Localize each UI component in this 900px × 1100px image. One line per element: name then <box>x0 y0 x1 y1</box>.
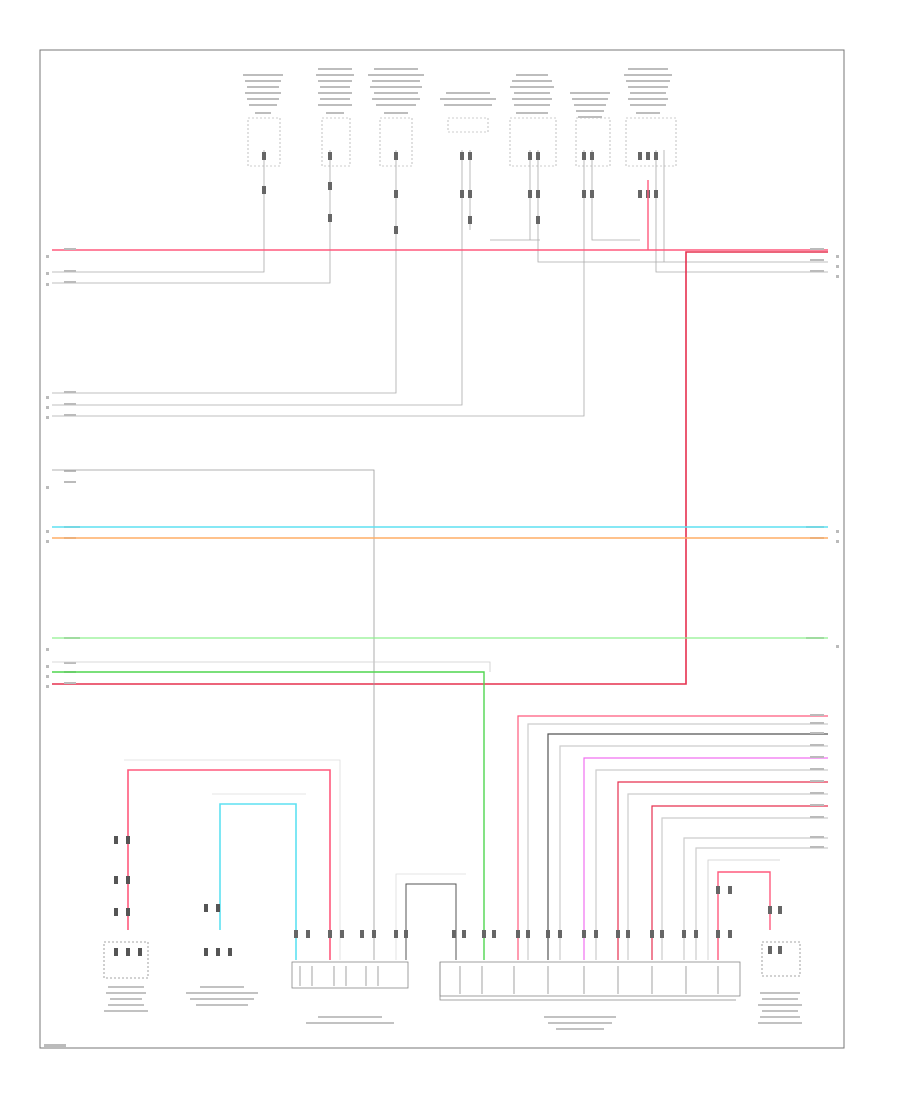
left-wire-labels <box>46 248 80 688</box>
connector-pin-icon <box>262 152 658 234</box>
wire-gray-bottom-left <box>124 759 341 960</box>
main-unit-box <box>439 961 741 997</box>
top-drop-wires <box>52 150 828 417</box>
wire-gray-mid <box>52 469 375 960</box>
connector-ticks <box>299 966 719 994</box>
right-fanout-wires <box>517 715 828 960</box>
diagram-frame <box>39 49 845 1049</box>
connector-pin-row <box>294 886 782 954</box>
bottom-caption-marks <box>104 986 802 1030</box>
wire-green <box>52 671 485 960</box>
wire-gray-top-green <box>52 661 491 672</box>
wire-cyan-bottom <box>219 803 297 960</box>
center-unit-box <box>291 961 409 989</box>
bottom-connector-blocks <box>103 941 801 1001</box>
wire-pink-bottom-left <box>127 769 331 960</box>
wire-black-bridge <box>405 883 457 960</box>
top-label-marks <box>243 68 672 118</box>
wire-gray-bottom-right <box>707 859 780 960</box>
component-box-4 <box>447 117 489 133</box>
right-fanout-labels <box>810 714 824 848</box>
component-box-2 <box>321 117 351 167</box>
wire-pink-top <box>52 180 828 251</box>
right-wire-labels <box>806 248 839 648</box>
component-box-7 <box>625 117 677 167</box>
wire-red-loop <box>52 251 828 685</box>
left-sensor-box <box>103 941 149 979</box>
wire-pink-bottom-right <box>717 871 771 960</box>
component-box-5 <box>509 117 557 167</box>
ground-splice-icon <box>114 836 232 956</box>
footer-code-mark <box>44 1044 66 1047</box>
